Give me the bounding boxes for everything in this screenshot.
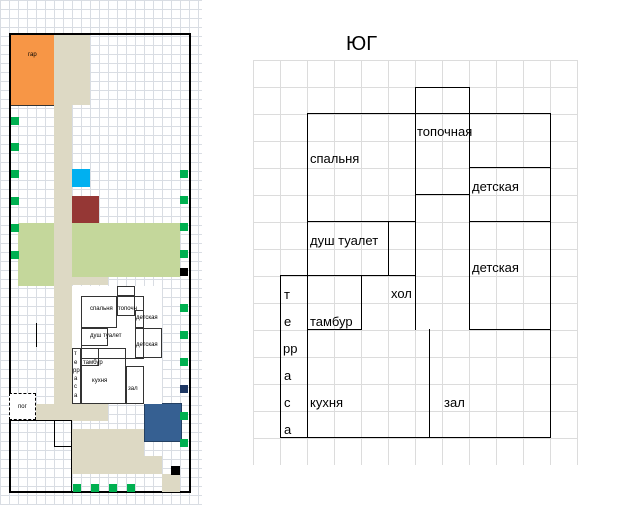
tree-marker	[11, 251, 19, 259]
vestibule-label: тамбур	[310, 314, 353, 329]
navy-marker	[180, 385, 188, 393]
floor-plan-title: ЮГ	[346, 33, 378, 55]
bedroom	[307, 113, 416, 222]
tree-marker	[109, 484, 117, 492]
short-line	[36, 323, 37, 347]
mini-terrace-letter: т	[74, 351, 77, 357]
tree-marker	[180, 412, 188, 420]
tree-marker	[11, 197, 19, 205]
terrace	[280, 275, 308, 438]
mini-bedroom-label: спальня	[90, 306, 113, 312]
path-main	[54, 35, 90, 105]
plot-outline	[9, 33, 191, 493]
mini-terrace-letter: е	[74, 360, 78, 366]
black-marker	[171, 466, 180, 475]
terrace-letter: а	[284, 422, 292, 437]
yard-area-step	[144, 456, 162, 474]
kids1-label: детская	[472, 179, 519, 194]
gate-box	[9, 393, 36, 420]
terrace-letter: а	[284, 368, 292, 383]
tree-marker	[180, 223, 188, 231]
path-branch	[72, 277, 108, 285]
furnace-top-box	[415, 87, 470, 114]
tree-marker	[180, 250, 188, 258]
mini-kitchen-label: кухня	[92, 378, 108, 384]
mini-kids1-label: детская	[136, 315, 158, 321]
hall-corridor-label: хол	[391, 286, 412, 301]
tree-marker	[11, 143, 19, 151]
kitchen-living-divider	[429, 329, 430, 438]
shed-inner	[54, 420, 72, 447]
mini-terrace-letter: с	[74, 384, 77, 390]
lawn-right	[72, 223, 180, 277]
pond	[144, 403, 182, 442]
yard-area-step2	[162, 474, 180, 492]
mini-kids2-label: детская	[136, 342, 158, 348]
living-room-label: зал	[444, 395, 465, 410]
garage-label: гар	[28, 52, 37, 58]
tree-marker	[11, 224, 19, 232]
mini-bath-label: душ туалет	[90, 333, 122, 339]
mini-house: спальня топочн детская душ туалет детска…	[72, 286, 162, 404]
bedroom-label: спальня	[310, 151, 360, 166]
terrace-letter: е	[284, 314, 292, 329]
bathroom	[307, 221, 389, 276]
tree-marker	[91, 484, 99, 492]
black-marker	[180, 268, 188, 276]
tree-marker	[11, 170, 19, 178]
kids-room-2	[469, 221, 551, 330]
tree-marker	[180, 439, 188, 447]
mini-terrace-letter: а	[74, 393, 78, 399]
tree-marker	[11, 117, 19, 125]
bath-label: душ туалет	[310, 233, 379, 248]
lawn	[18, 223, 54, 286]
mini-furnace-label: топочн	[118, 306, 137, 312]
tree-marker	[180, 170, 188, 178]
furnace-label: топочная	[417, 124, 473, 139]
mini-vestibule-label: тамбур	[83, 360, 103, 366]
tree-marker	[180, 304, 188, 312]
yard-area	[72, 429, 144, 474]
tree-marker	[127, 484, 135, 492]
path-vertical	[54, 105, 72, 405]
kids-room-1	[469, 167, 551, 222]
terrace-letter: т	[284, 287, 290, 302]
kitchen-label: кухня	[310, 395, 344, 410]
tree-marker	[180, 358, 188, 366]
tree-marker	[180, 196, 188, 204]
tree-marker	[73, 484, 81, 492]
gate-label: пог	[18, 404, 27, 410]
terrace-letter: с	[284, 395, 291, 410]
hall-corridor	[361, 275, 416, 330]
mini-hall-label: зал	[128, 386, 138, 392]
path-bottom	[36, 404, 108, 421]
tree-marker	[180, 331, 188, 339]
garage	[11, 35, 55, 106]
mini-terrace-letter: а	[74, 376, 78, 382]
furnace-inner-wall	[415, 194, 416, 330]
mini-terrace-letter: рр	[73, 368, 80, 374]
shed-box	[9, 420, 72, 493]
kids2-label: детская	[472, 260, 519, 275]
terrace-letter: рр	[283, 341, 298, 356]
furnace-room	[415, 113, 470, 195]
brown-structure	[72, 196, 99, 223]
water-tank	[72, 169, 90, 187]
